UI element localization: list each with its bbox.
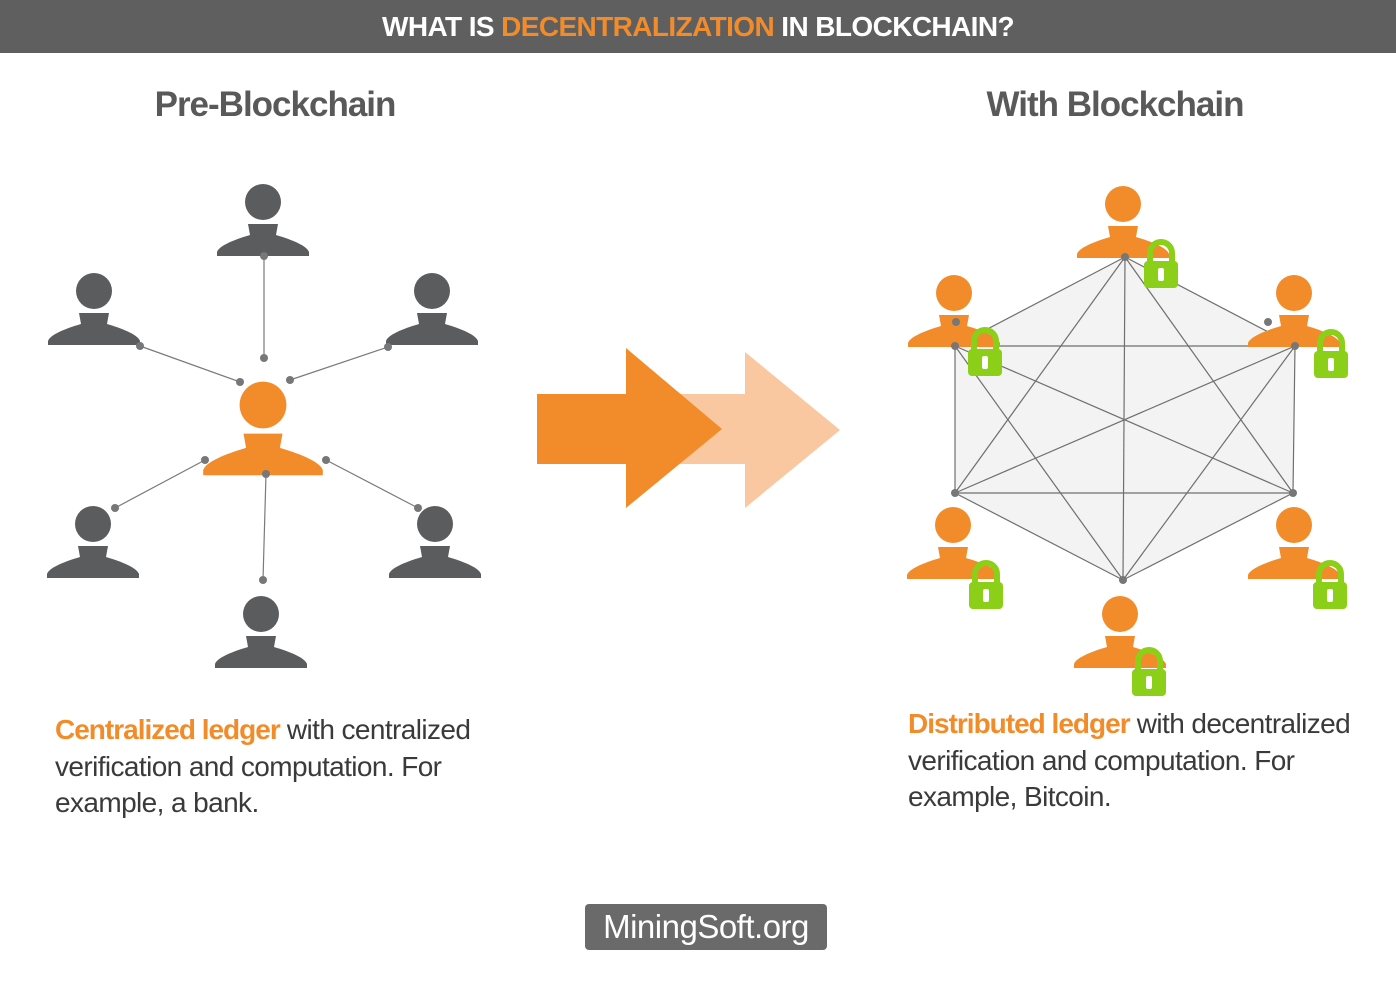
- site-badge: MiningSoft.org: [585, 904, 827, 950]
- mesh-background: [955, 257, 1295, 580]
- caption-text: with centralized verification and comput…: [55, 714, 471, 818]
- person-icon: [217, 184, 309, 256]
- pre-blockchain-heading: Pre-Blockchain: [154, 85, 397, 124]
- person-icon: [47, 506, 139, 578]
- person-icon: [215, 596, 307, 668]
- right-arrow-icon: [537, 348, 840, 508]
- person-icon: [386, 273, 478, 345]
- with-blockchain-heading: With Blockchain: [986, 85, 1245, 124]
- edge: [114, 459, 206, 509]
- connection-dots: [111, 252, 422, 584]
- edge: [289, 346, 389, 381]
- caption-accent: Distributed ledger: [908, 708, 1131, 739]
- caption-text: with decentralized verification and comp…: [908, 708, 1351, 812]
- caption-accent: Centralized ledger: [55, 714, 281, 745]
- person-icon: [1074, 596, 1166, 668]
- title-prefix: WHAT IS: [382, 11, 502, 42]
- centralized-caption: Centralized ledger with centralized veri…: [55, 712, 485, 822]
- person-icon: [48, 273, 140, 345]
- edge: [139, 345, 241, 383]
- person-icon: [908, 275, 1000, 347]
- distributed-caption: Distributed ledger with decentralized ve…: [908, 706, 1358, 816]
- mesh-dots: [951, 253, 1299, 584]
- person-icon: [1248, 507, 1340, 579]
- person-icon: [907, 507, 999, 579]
- central-authority-person-icon: [203, 381, 323, 476]
- edge: [262, 473, 267, 581]
- title-accent: DECENTRALIZATION: [501, 11, 775, 42]
- centralized-network: [114, 256, 419, 581]
- title-bar: WHAT IS DECENTRALIZATION IN BLOCKCHAIN?: [0, 0, 1396, 53]
- title-suffix: IN BLOCKCHAIN?: [774, 11, 1014, 42]
- person-icon: [389, 506, 481, 578]
- edge: [325, 459, 419, 509]
